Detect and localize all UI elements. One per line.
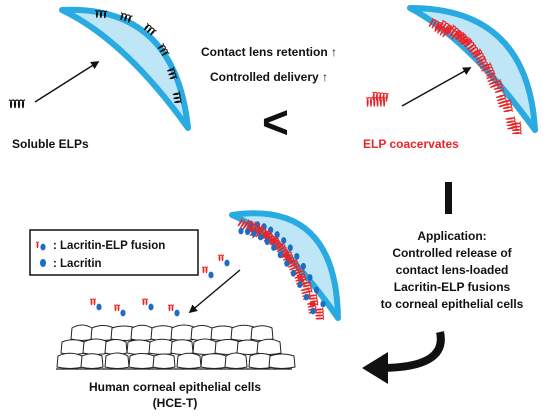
epithelial-cell [126,339,152,355]
legend-box [29,229,199,276]
epithelial-cell [200,353,228,369]
epithelial-cell [80,353,104,369]
epithelial-cell [256,338,282,355]
coacervate-coils [428,17,522,135]
corneal-epithelial-cell-layer [56,324,296,370]
epithelial-cell [60,339,86,355]
arrow-soluble-to-lens [34,61,100,103]
epithelial-cell [170,339,194,355]
lacritin-elp-fusion-icon [35,241,46,251]
application-line-2: Controlled release of [392,246,512,260]
epithelial-cell [192,338,218,355]
epithelial-cell [190,325,214,341]
application-line-1: Application: [417,229,486,243]
epithelial-cell [128,353,156,369]
epithelial-cell [236,339,260,355]
label-cells-sub: (HCE-T) [153,396,198,410]
application-line-4: Lacritin-ELP fusions [394,280,511,294]
soluble-elp-coils [95,9,183,104]
coacervate-cluster [365,91,389,107]
label-elp-coacervates: ELP coacervates [363,137,459,151]
contact-lens-loaded [229,210,341,321]
epithelial-cell [152,353,176,369]
epithelial-cell [268,353,296,369]
legend-fusion-label: : Lacritin-ELP fusion [53,240,165,252]
separator-bar [445,182,452,214]
curved-arrow-head [362,352,388,384]
lacritin-icon [40,259,46,267]
legend-lacritin-label: : Lacritin [53,258,102,270]
label-soluble-elps: Soluble ELPs [12,137,89,151]
epithelial-cell [176,352,202,369]
contact-lens-soluble [59,6,191,131]
soluble-elp-coil [8,99,26,109]
label-retention: Contact lens retention ↑ [201,45,337,59]
contact-lens-coacervate [407,5,538,135]
epithelial-cell [104,352,130,369]
epithelial-cell [70,324,94,341]
application-line-3: contact lens-loaded [396,263,509,277]
epithelial-cell [130,324,154,341]
application-line-5: to corneal epithelial cells [381,297,524,311]
epithelial-cell [224,352,248,369]
released-fusions [89,254,230,317]
epithelial-cell [104,339,128,355]
curved-arrow [379,331,445,372]
arrow-release-to-cells [188,269,241,314]
less-than-sign: < [262,96,289,148]
application-text: Application: Controlled release of conta… [381,229,524,311]
epithelial-cell [56,352,84,369]
label-delivery: Controlled delivery ↑ [210,70,328,84]
epithelial-cell [250,325,274,341]
loaded-fusion-coils [237,218,326,320]
arrow-coacervate-to-lens [401,67,472,107]
label-cells-title: Human corneal epithelial cells [89,380,261,394]
